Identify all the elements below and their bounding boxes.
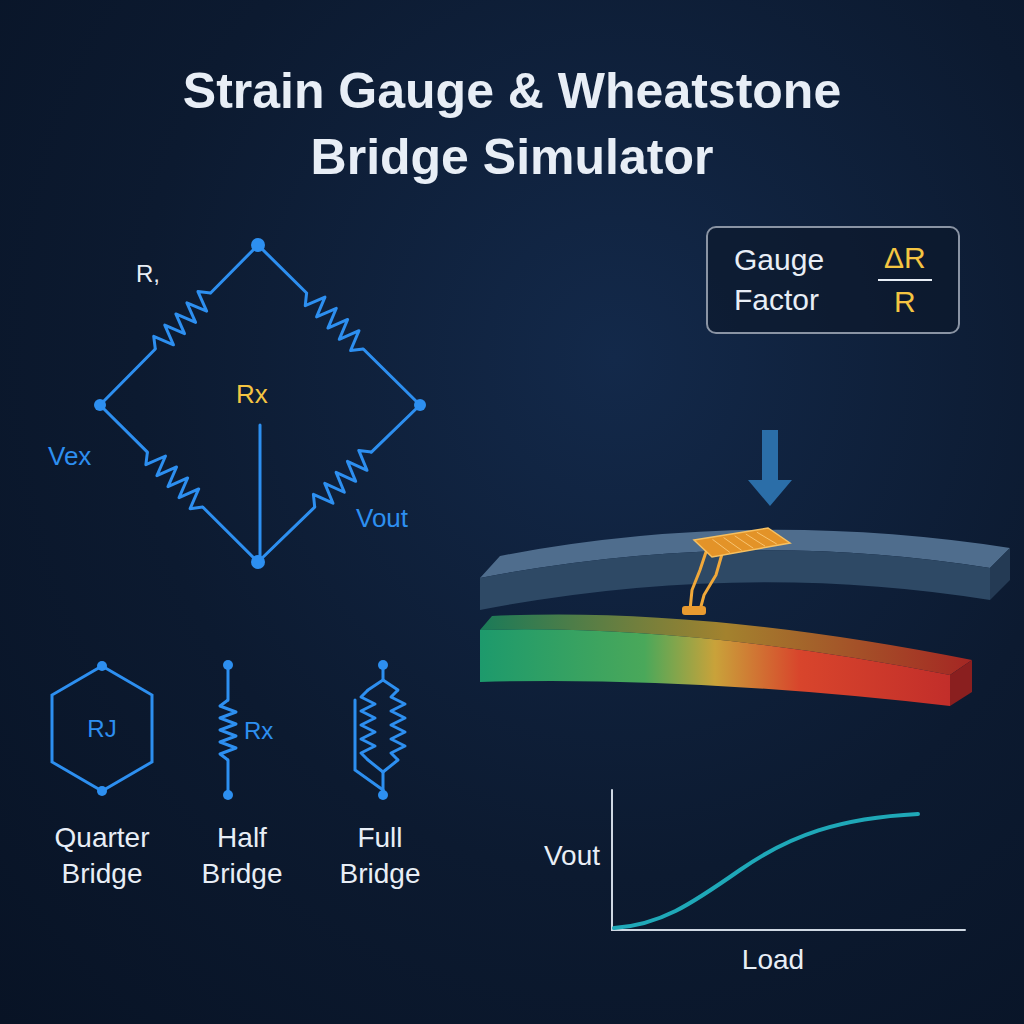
axis-label: Vout xyxy=(500,838,600,874)
load-arrow xyxy=(748,430,792,506)
resistor-label: RJ xyxy=(87,715,116,743)
chart-axes xyxy=(612,790,965,930)
resistor-label: Rx xyxy=(244,713,294,749)
terminal-dot xyxy=(94,399,106,411)
gauge-grid xyxy=(757,532,776,543)
resistor-symbol xyxy=(220,700,236,760)
strained-beam-end xyxy=(950,660,972,706)
quarter-bridge-symbol xyxy=(52,666,152,791)
bridge-wire xyxy=(363,349,420,405)
resistor-symbol xyxy=(361,690,375,760)
terminal-dot xyxy=(251,238,265,252)
resistor-symbol xyxy=(146,452,203,509)
gauge-grid xyxy=(735,536,753,548)
fraction: ΔRR xyxy=(878,241,932,319)
bridge-wire xyxy=(259,425,262,556)
strain-gauge xyxy=(694,528,790,557)
resistor-symbol xyxy=(391,690,405,760)
full-bridge-wire xyxy=(355,700,383,790)
bridge-type-label: Quarter Bridge xyxy=(22,820,182,892)
bridge-wire xyxy=(100,405,147,452)
resistor-symbol xyxy=(154,292,211,349)
terminal-dot xyxy=(97,661,107,671)
resistor-label: Rx xyxy=(236,376,296,412)
formula-box: Gauge Factor ΔRR xyxy=(706,226,960,334)
denominator: R xyxy=(894,281,916,319)
signal-name: Vex xyxy=(48,438,128,474)
gauge-grid xyxy=(746,534,765,546)
bridge-type-symbols xyxy=(52,660,405,800)
bridge-type-label: Half Bridge xyxy=(176,820,308,892)
bridge-wire xyxy=(100,349,155,405)
bridge-type-label: Full Bridge xyxy=(314,820,446,892)
quarter-bridge-label: RJ xyxy=(52,666,152,791)
terminal-dot xyxy=(251,555,265,569)
terminal-dot xyxy=(414,399,426,411)
beam-illustration xyxy=(480,430,1010,706)
gauge-grid xyxy=(724,538,741,550)
response-curve xyxy=(614,814,918,928)
terminal-dot xyxy=(97,786,107,796)
half-bridge-wire xyxy=(227,760,230,795)
bridge-wire xyxy=(258,507,315,562)
title: Strain Gauge & Wheatstone Bridge Simulat… xyxy=(132,58,892,190)
full-bridge-wire xyxy=(368,760,398,772)
gauge-grid xyxy=(713,540,730,553)
terminal-dot xyxy=(223,790,233,800)
resistor-label: R, xyxy=(136,256,186,292)
beam-front-face xyxy=(480,550,990,610)
full-bridge-wire xyxy=(383,680,398,690)
terminal-dot xyxy=(378,660,388,670)
bridge-wire xyxy=(211,245,258,293)
terminal-dot xyxy=(378,790,388,800)
formula-name: Gauge Factor xyxy=(734,240,852,320)
numerator: ΔR xyxy=(878,241,932,281)
solder-pad xyxy=(682,606,706,615)
beam-end-face xyxy=(990,548,1010,600)
bridge-wire xyxy=(203,507,258,562)
resistor-symbol xyxy=(313,450,371,507)
strained-beam-front xyxy=(480,629,950,706)
output-chart xyxy=(612,790,965,930)
axis-label: Load xyxy=(703,942,843,978)
gauge-lead xyxy=(700,554,722,610)
signal-name: Vout xyxy=(356,500,446,536)
half-bridge-wire xyxy=(227,665,230,700)
bridge-wire xyxy=(371,405,420,452)
bridge-wire xyxy=(258,245,307,293)
terminal-dot xyxy=(223,660,233,670)
resistor-symbol xyxy=(305,293,363,351)
